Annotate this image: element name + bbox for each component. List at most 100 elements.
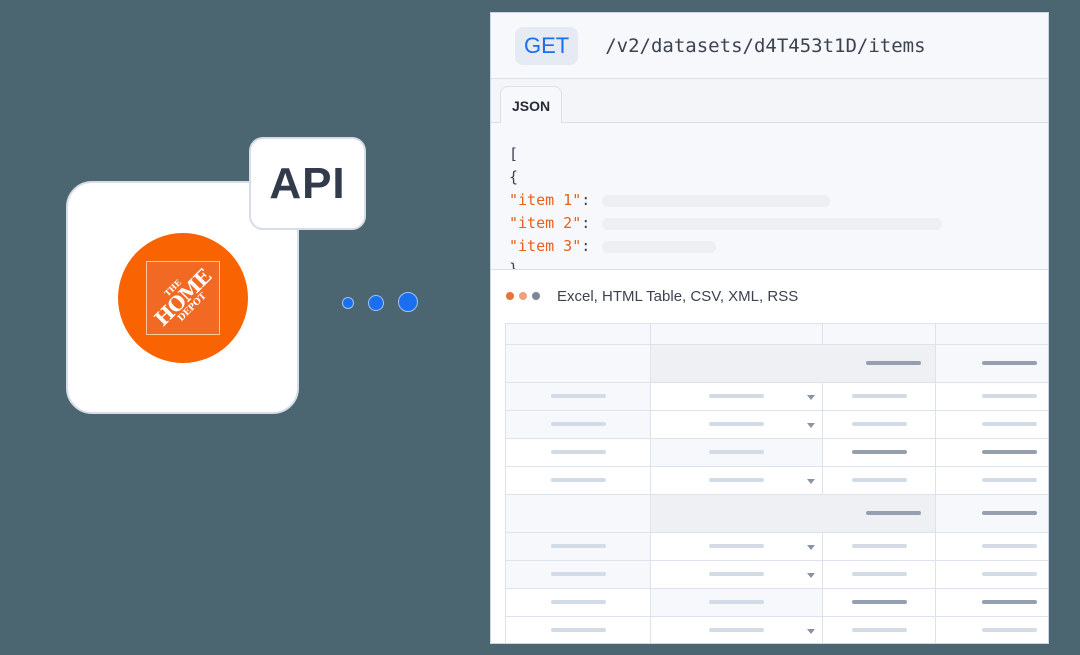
text-placeholder [550,394,606,399]
table-cell [505,438,651,467]
request-bar: GET /v2/datasets/d4T453t1D/items [491,13,1048,79]
api-response-panel: GET /v2/datasets/d4T453t1D/items JSON [ … [490,12,1049,644]
table-cell [935,382,1048,411]
table-cell [822,560,936,589]
text-placeholder [851,450,907,455]
text-placeholder [982,600,1037,605]
text-placeholder [550,544,606,549]
dropdown-caret-icon[interactable] [807,628,815,634]
table-cell [505,344,651,383]
text-placeholder [982,478,1037,483]
table-cell [505,382,651,411]
dropdown-caret-icon[interactable] [807,572,815,578]
table-row [505,560,1048,589]
text-placeholder [851,394,907,399]
table-group-cell [935,494,1048,533]
table-cell [505,532,651,561]
table-cell [822,410,936,439]
table-header-cell [505,323,651,345]
table-cell[interactable] [650,410,823,439]
table-row [505,382,1048,411]
json-colon: : [581,237,591,255]
table-cell [935,438,1048,467]
dropdown-caret-icon[interactable] [807,422,815,428]
json-colon: : [581,214,591,232]
close-brace: } [509,260,519,270]
endpoint-path: /v2/datasets/d4T453t1D/items [605,34,926,57]
http-method-badge[interactable]: GET [515,26,579,65]
connector-dot-icon [398,292,418,312]
json-key: "item 3" [509,237,582,255]
table-cell [505,410,651,439]
table-cell [935,532,1048,561]
text-placeholder [709,450,764,455]
table-cell [822,588,936,617]
json-code-view: [ { "item 1": "item 2": "item 3": } [491,123,1048,270]
text-placeholder [709,572,764,577]
table-row [505,466,1048,495]
code-line: "item 2": [509,212,1048,235]
code-line: "item 1": [509,189,1048,212]
table-group-cell [650,494,936,533]
value-placeholder [602,240,717,253]
table-row [505,588,1048,617]
text-placeholder [851,478,907,483]
table-cell [505,466,651,495]
text-placeholder [709,600,764,605]
table-row [505,532,1048,561]
text-placeholder [709,422,764,427]
text-placeholder [982,450,1037,455]
table-cell [935,588,1048,617]
logo-square: THE HOME DEPOT [146,261,220,335]
connector-dot-icon [368,295,384,311]
format-dot-icon [519,292,527,300]
table-group-cell [935,344,1048,383]
dropdown-caret-icon[interactable] [807,394,815,400]
table-cell [935,616,1048,643]
dropdown-caret-icon[interactable] [807,544,815,550]
table-cell [822,438,936,467]
table-cell [822,466,936,495]
table-header-cell [650,323,823,345]
text-placeholder [982,394,1037,399]
text-placeholder [982,422,1037,427]
format-dot-icon [506,292,514,300]
connector-dot-icon [342,297,354,309]
table-header-cell [935,323,1048,345]
text-placeholder [550,478,606,483]
table-cell[interactable] [650,466,823,495]
text-placeholder [866,511,921,516]
table-cell[interactable] [650,532,823,561]
table-cell [650,588,823,617]
export-formats: Excel, HTML Table, CSV, XML, RSS [491,270,1048,322]
code-line: { [509,166,1048,189]
text-placeholder [866,361,921,366]
table-cell [505,616,651,643]
logo-text: THE HOME DEPOT [147,262,219,334]
text-placeholder [550,422,606,427]
table-cell [505,560,651,589]
table-cell [935,560,1048,589]
text-placeholder [982,361,1037,366]
text-placeholder [709,628,764,633]
text-placeholder [709,544,764,549]
table-cell[interactable] [650,560,823,589]
text-placeholder [982,572,1037,577]
table-cell[interactable] [650,616,823,643]
code-line: "item 3": [509,235,1048,258]
dropdown-caret-icon[interactable] [807,478,815,484]
table-cell [650,438,823,467]
table-group-row [505,344,1048,383]
table-cell [822,532,936,561]
value-placeholder [602,217,943,230]
format-dot-icon [532,292,540,300]
open-bracket: [ [509,145,519,163]
text-placeholder [982,511,1037,516]
api-badge: API [249,137,366,230]
code-line: [ [509,143,1048,166]
open-brace: { [509,168,519,186]
table-cell[interactable] [650,382,823,411]
tab-json[interactable]: JSON [500,86,563,124]
table-header-row [505,323,1048,345]
data-table-preview [505,323,1048,643]
